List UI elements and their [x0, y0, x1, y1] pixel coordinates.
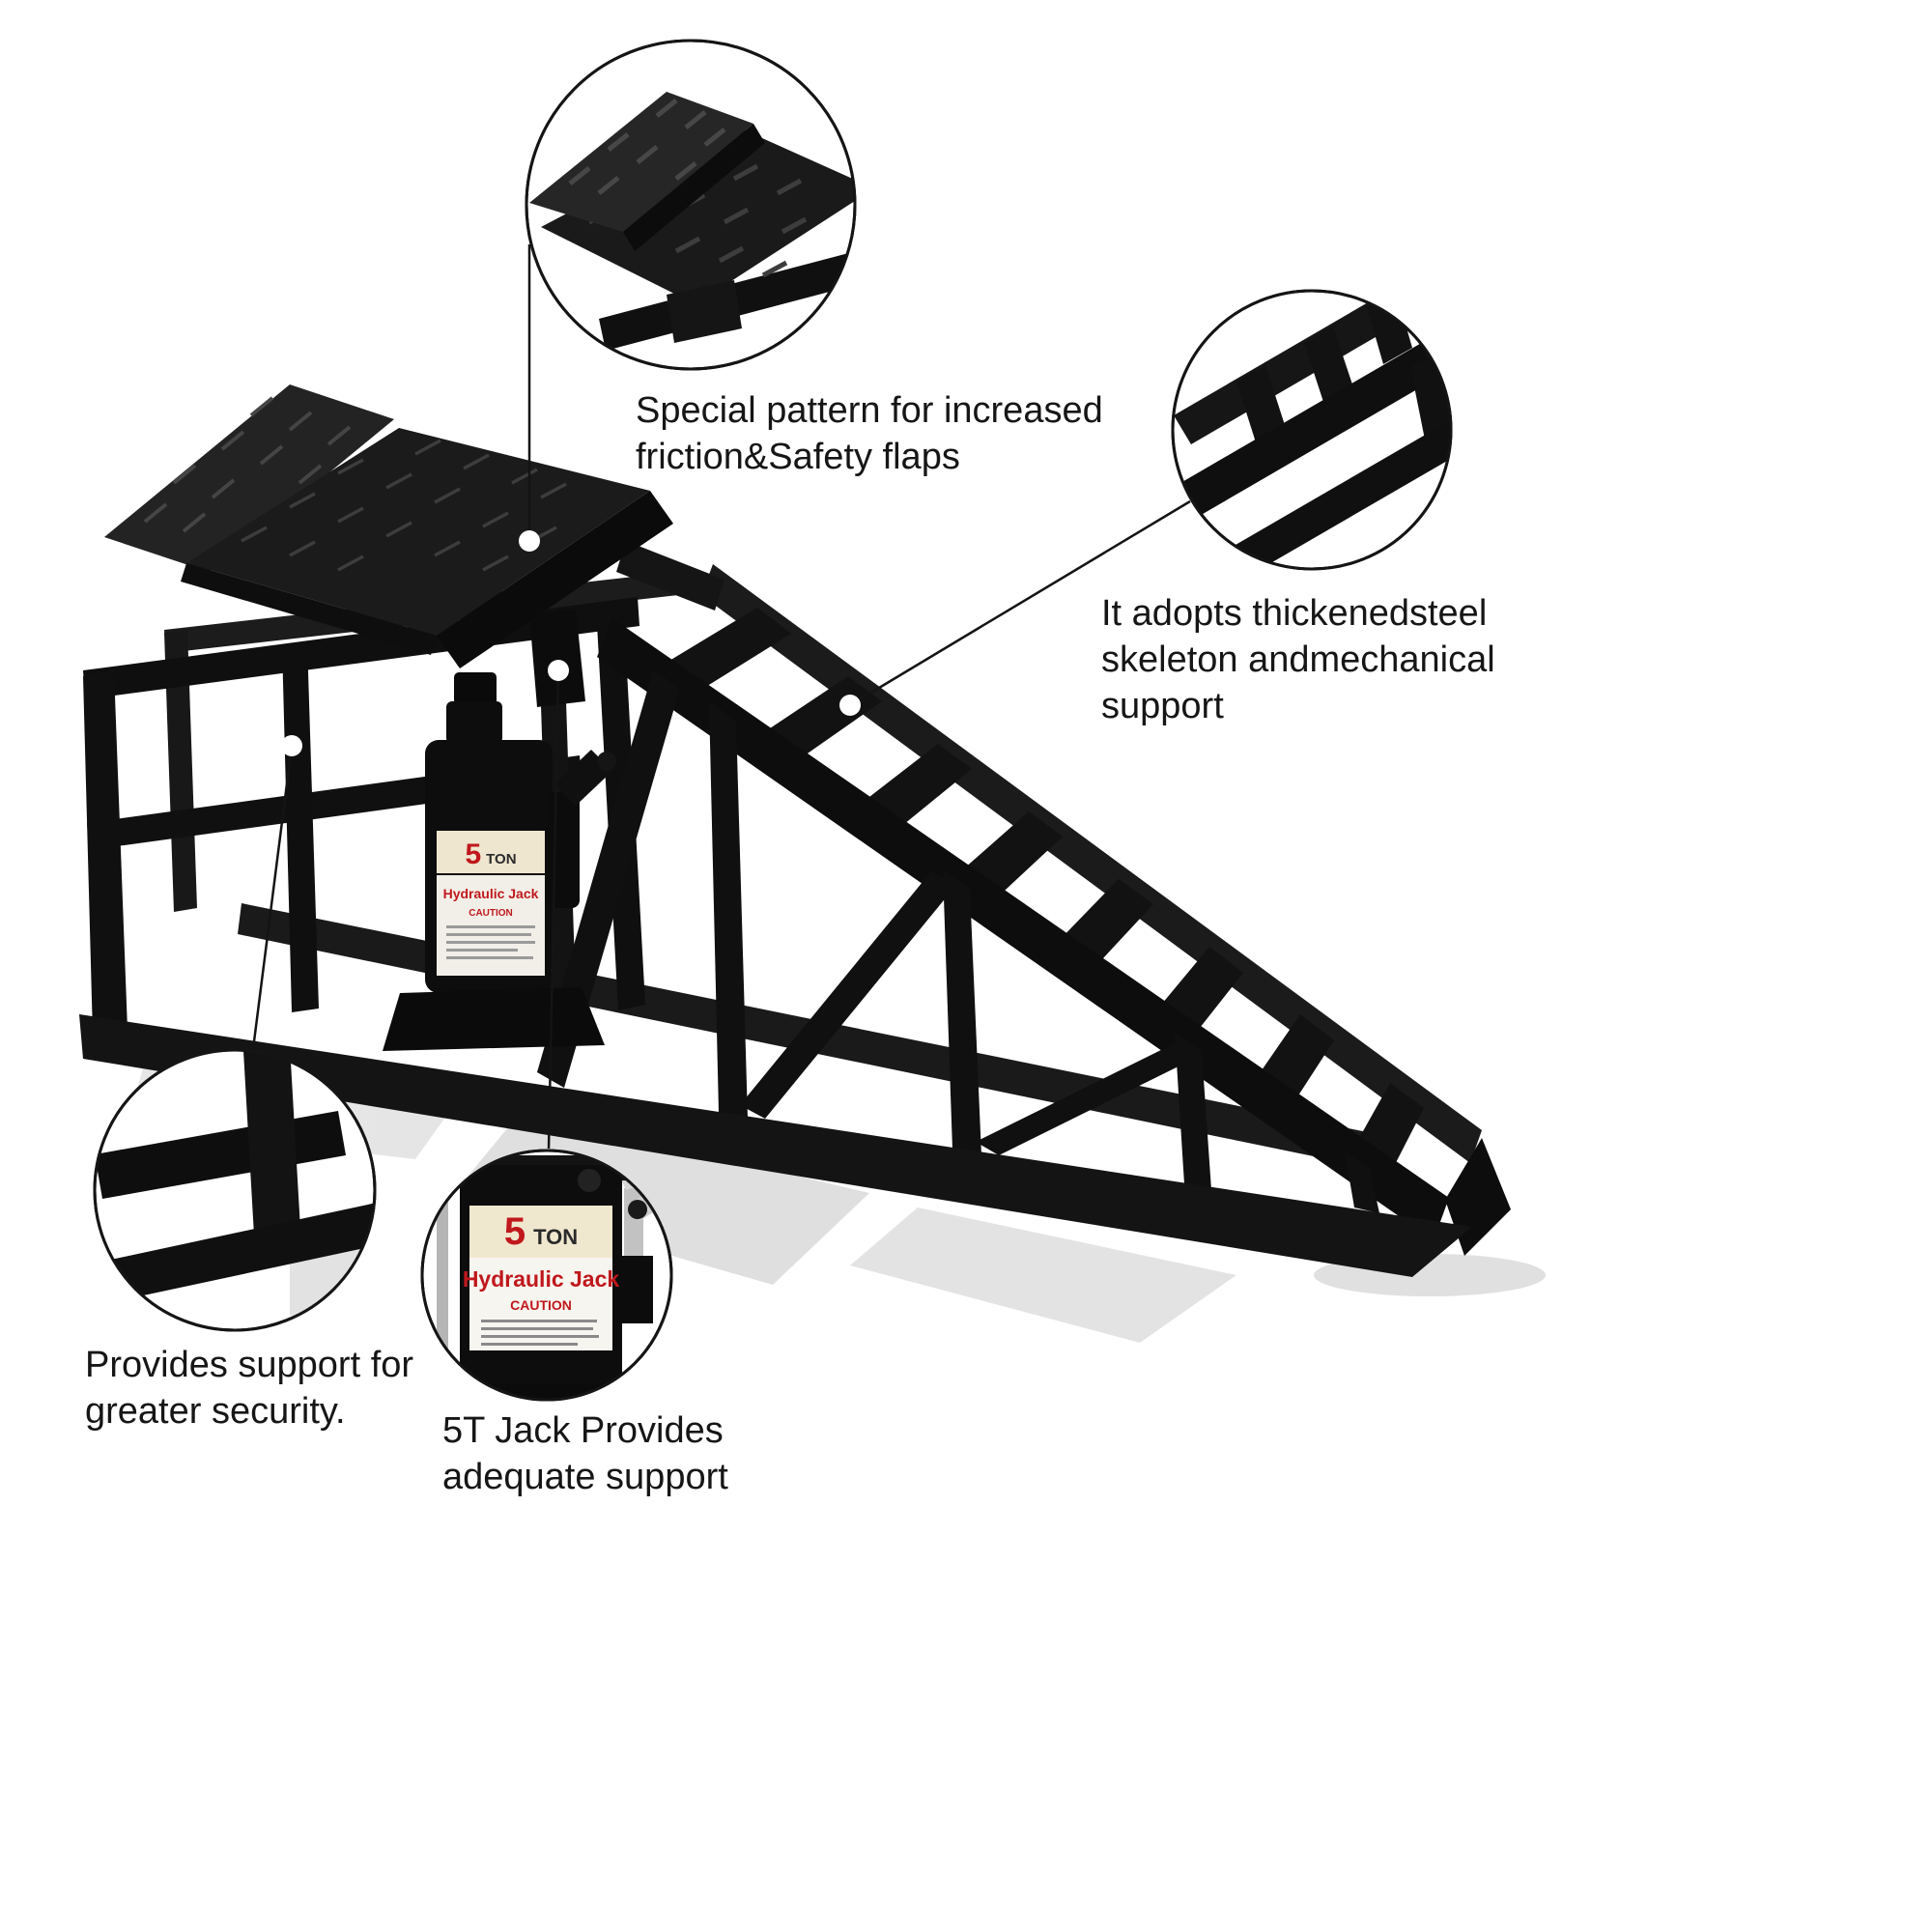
connector-line-frame: [849, 499, 1191, 707]
base-rail: [79, 1014, 1472, 1277]
jack-zoom-tonnage-unit: TON: [533, 1225, 578, 1249]
feature-dot-platform: [519, 530, 540, 552]
annotation-support-line2: greater security.: [85, 1390, 346, 1432]
top-platform: [104, 384, 673, 707]
annotation-platform-line1: Special pattern for increased: [636, 390, 1103, 431]
jack-label-name: Hydraulic Jack: [443, 886, 539, 901]
jack-tonnage-number: 5: [465, 838, 481, 870]
annotation-frame: It adopts thickenedsteel skeleton andmec…: [1101, 591, 1495, 730]
annotation-frame-line1: It adopts thickenedsteel: [1101, 593, 1488, 634]
jack-zoom-tonnage-number: 5: [504, 1210, 526, 1253]
callout-support-zoom: [93, 1048, 377, 1332]
annotation-jack-line2: adequate support: [442, 1456, 728, 1497]
annotation-frame-line3: support: [1101, 685, 1224, 726]
jack-tonnage-unit: TON: [486, 851, 516, 867]
diamond-plate-tray: [186, 428, 650, 636]
callout-frame-zoom: [1171, 289, 1453, 571]
connector-line-jack: [547, 669, 560, 1150]
connector-lines: [251, 244, 1191, 1150]
feature-dots: [281, 530, 861, 756]
safety-flap: [104, 384, 394, 572]
feature-dot-support: [281, 735, 302, 756]
jack-zoom-label-band: [469, 1206, 612, 1258]
connector-line-support: [251, 745, 294, 1050]
annotation-jack-line1: 5T Jack Provides: [442, 1410, 724, 1451]
annotation-support-line1: Provides support for: [85, 1345, 414, 1385]
jack-label-band: [437, 831, 545, 873]
annotation-platform: Special pattern for increased friction&S…: [636, 388, 1103, 481]
annotation-jack: 5T Jack Provides adequate support: [442, 1408, 728, 1501]
callout-jack-zoom: 5 TON Hydraulic Jack CAUTION: [420, 1149, 673, 1402]
jack-zoom-label-name: Hydraulic Jack: [463, 1266, 620, 1292]
callout-platform-zoom: [525, 39, 857, 371]
annotation-frame-line2: skeleton andmechanical: [1101, 639, 1495, 680]
jack-zoom-label-caution: CAUTION: [510, 1297, 572, 1313]
annotation-platform-line2: friction&Safety flaps: [636, 436, 960, 477]
feature-dot-jack: [548, 660, 569, 681]
jack-label-caution: CAUTION: [469, 908, 513, 919]
annotation-support: Provides support for greater security.: [85, 1343, 413, 1435]
hydraulic-jack: 5 TON Hydraulic Jack CAUTION: [383, 672, 616, 1051]
feature-dot-frame: [839, 695, 861, 716]
